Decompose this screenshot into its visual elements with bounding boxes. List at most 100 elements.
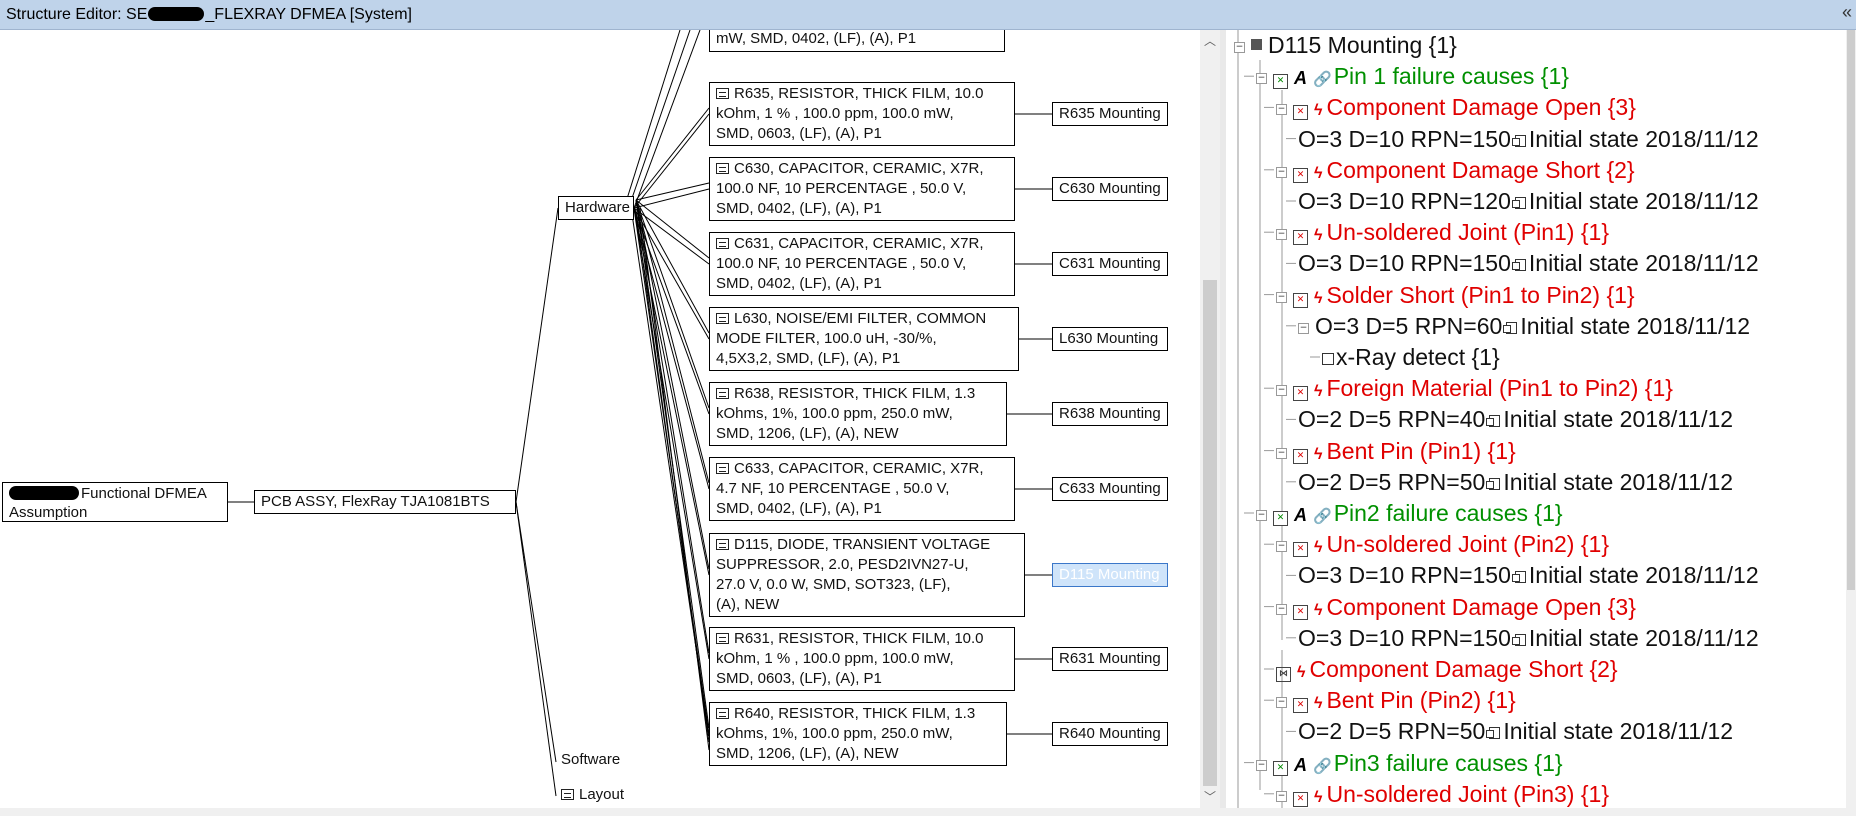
function-node[interactable]: L630 Mounting xyxy=(1052,327,1168,351)
component-text-line: C630, CAPACITOR, CERAMIC, X7R, xyxy=(734,160,984,177)
row-state: Initial state 2018/11/12 xyxy=(1503,406,1734,433)
scroll-up-arrow[interactable]: ︿ xyxy=(1203,34,1216,48)
function-row[interactable]: −✕A🔗Pin3 failure causes {1} xyxy=(1256,748,1563,778)
left-vertical-scrollbar[interactable]: ︿ ﹀ xyxy=(1200,30,1220,808)
title-partial: SE xyxy=(126,6,148,23)
expand-toggle-icon[interactable]: − xyxy=(1276,229,1287,241)
expand-toggle-icon[interactable]: − xyxy=(1256,73,1267,85)
function-node[interactable]: R638 Mounting xyxy=(1052,402,1168,426)
expand-toggle-icon[interactable]: − xyxy=(1298,322,1309,334)
component-text-line: 4,5X3,2, SMD, (LF), (A), P1 xyxy=(716,350,901,367)
function-node[interactable]: C633 Mounting xyxy=(1052,477,1168,501)
root-row[interactable]: −D115 Mounting {1} xyxy=(1234,30,1457,60)
document-icon xyxy=(1486,477,1501,490)
expand-toggle-icon[interactable]: − xyxy=(1276,541,1287,553)
row-text: Solder Short (Pin1 to Pin2) {1} xyxy=(1326,281,1635,308)
redaction-mark xyxy=(148,7,205,21)
expand-toggle-icon[interactable]: − xyxy=(1276,603,1287,615)
component-node[interactable]: C633, CAPACITOR, CERAMIC, X7R,4.7 NF, 10… xyxy=(709,457,1015,521)
function-node[interactable]: C630 Mounting xyxy=(1052,177,1168,201)
function-node[interactable]: R635 Mounting xyxy=(1052,102,1168,126)
expand-toggle-icon[interactable]: − xyxy=(1234,42,1245,53)
scroll-thumb[interactable] xyxy=(1203,280,1217,786)
group-hardware[interactable]: Hardware xyxy=(558,196,634,220)
row-text: Component Damage Short {2} xyxy=(1309,656,1618,682)
collapse-icon[interactable]: « xyxy=(1841,2,1852,22)
row-state: Initial state 2018/11/12 xyxy=(1528,125,1759,152)
pane-splitter[interactable] xyxy=(1220,30,1226,808)
function-node[interactable]: R631 Mounting xyxy=(1052,647,1168,671)
failure-icon: ✕ xyxy=(1293,386,1308,402)
expand-toggle-icon[interactable]: − xyxy=(1276,697,1287,709)
component-text-line: 27.0 V, 0.0 W, SMD, SOT323, (LF), xyxy=(716,576,951,593)
failure-net-panel[interactable]: −D115 Mounting {1}−✕A🔗Pin 1 failure caus… xyxy=(1226,30,1846,808)
assembly-node[interactable]: PCB ASSY, FlexRay TJA1081BTS xyxy=(254,490,516,514)
attribute-icon: A xyxy=(1294,505,1307,525)
failure-bolt-icon: ϟ xyxy=(1314,102,1323,120)
expand-toggle-icon[interactable]: − xyxy=(1276,291,1287,303)
row-text: Component Damage Open {3} xyxy=(1326,593,1636,620)
right-vertical-scrollbar[interactable] xyxy=(1846,30,1856,808)
component-text-line: SMD, 0402, (LF), (A), P1 xyxy=(716,200,882,217)
component-node[interactable]: C631, CAPACITOR, CERAMIC, X7R,100.0 NF, … xyxy=(709,232,1015,296)
root-line1: Functional DFMEA xyxy=(81,485,207,502)
failure-icon: ✕ xyxy=(1293,230,1308,246)
function-node[interactable]: C631 Mounting xyxy=(1052,252,1168,276)
function-row[interactable]: −✕A🔗Pin 1 failure causes {1} xyxy=(1256,61,1569,91)
expand-toggle-icon[interactable]: − xyxy=(1276,104,1287,116)
root-node[interactable]: Functional DFMEA Assumption xyxy=(2,482,228,522)
expand-toggle-icon[interactable]: − xyxy=(1256,510,1267,521)
row-state: Initial state 2018/11/12 xyxy=(1520,312,1751,339)
expand-toggle-icon[interactable]: − xyxy=(1276,790,1287,802)
expand-toggle-icon[interactable]: − xyxy=(1256,759,1267,771)
function-node[interactable]: D115 Mounting xyxy=(1052,563,1168,587)
group-layout[interactable]: Layout xyxy=(561,785,624,805)
scroll-thumb[interactable] xyxy=(1847,30,1855,590)
component-text-line: SMD, 0402, (LF), (A), P1 xyxy=(716,275,882,292)
link-icon: 🔗 xyxy=(1313,757,1332,775)
group-software[interactable]: Software xyxy=(561,750,620,770)
expand-toggle-icon[interactable]: − xyxy=(1276,447,1287,459)
scroll-down-arrow[interactable]: ﹀ xyxy=(1203,790,1216,804)
function-row[interactable]: −✕A🔗Pin2 failure causes {1} xyxy=(1256,498,1563,528)
component-text-line: C631, CAPACITOR, CERAMIC, X7R, xyxy=(734,235,984,252)
component-node[interactable]: C630, CAPACITOR, CERAMIC, X7R,100.0 NF, … xyxy=(709,157,1015,221)
detection-row[interactable]: x-Ray detect {1} xyxy=(1322,342,1500,372)
expand-toggle-icon[interactable]: − xyxy=(1276,166,1287,178)
row-text: Pin2 failure causes {1} xyxy=(1333,500,1563,526)
structure-tree-panel[interactable]: Functional DFMEA Assumption PCB ASSY, Fl… xyxy=(0,30,1200,808)
component-node-partial[interactable]: mW, SMD, 0402, (LF), (A), P1 xyxy=(709,30,1005,52)
function-node[interactable]: R640 Mounting xyxy=(1052,722,1168,746)
datasheet-icon xyxy=(716,708,729,719)
horizontal-scrollbar[interactable] xyxy=(0,808,1856,816)
document-icon xyxy=(1486,727,1501,740)
row-text: Component Damage Open {3} xyxy=(1326,94,1636,121)
expand-toggle-icon[interactable]: − xyxy=(1276,385,1287,397)
